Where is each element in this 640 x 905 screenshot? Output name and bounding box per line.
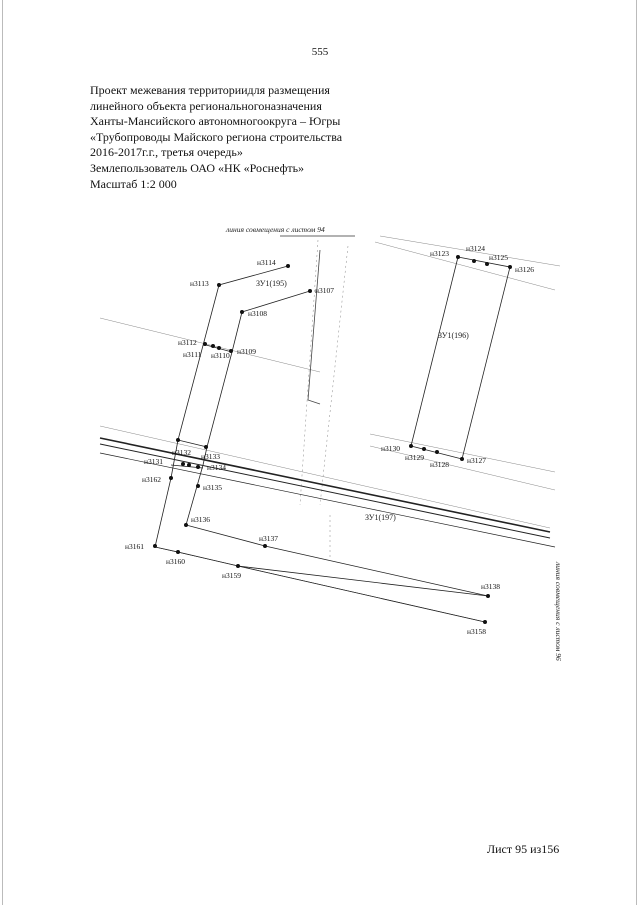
point-label: н3126 (515, 265, 534, 274)
background-lines (99, 235, 561, 560)
point-label: н3136 (191, 515, 210, 524)
scale-line: Масштаб 1:2 000 (90, 176, 177, 191)
title-line: Проект межевания территориидля размещени… (90, 83, 330, 97)
point-label: н3161 (125, 542, 144, 551)
page-edge-left (2, 0, 3, 905)
point-label: н3162 (142, 475, 161, 484)
point-label: н3131 (144, 457, 163, 466)
point-label: н3111 (183, 350, 202, 359)
zone-label: ЗУ1(196) (438, 331, 469, 340)
point-label: н3124 (466, 244, 485, 253)
point-label: н3128 (430, 460, 449, 469)
point-label: н3114 (257, 258, 276, 267)
point-label: н3113 (190, 279, 209, 288)
title-line: линейного объекта региональногоназначени… (90, 98, 322, 113)
point-label: н3160 (166, 557, 185, 566)
sheet-number-label: Лист 95 из156 (487, 842, 560, 856)
point-label: н3137 (259, 534, 278, 543)
zone-label: ЗУ1(197) (365, 513, 396, 522)
title-block: Проект межевания территориидля размещени… (90, 83, 390, 192)
point-label: н3132 (172, 448, 191, 457)
point-label: н3158 (467, 627, 486, 636)
page-edge-right (636, 0, 637, 905)
point-label: н3125 (489, 253, 508, 262)
title-line: «Трубопроводы Майского региона строитель… (90, 129, 343, 144)
road-line (307, 249, 321, 405)
point-label: н3133 (201, 452, 220, 461)
point-label: н3107 (315, 286, 334, 295)
point-label: н3110 (211, 351, 230, 360)
point-label: н3127 (467, 456, 486, 465)
zone-label: ЗУ1(195) (256, 279, 287, 288)
point-label: н3108 (248, 309, 267, 318)
point-label: н3135 (203, 483, 222, 492)
title-line: Ханты-Мансийского автономногоокруга – Юг… (90, 114, 341, 129)
point-label: н3138 (481, 582, 500, 591)
point-label: н3109 (237, 347, 256, 356)
point-label: н3129 (405, 453, 424, 462)
match-line-right-label: линия совмещения с листом 96 (554, 561, 563, 661)
match-line-top-label: линия совмещения с листом 94 (225, 225, 325, 234)
title-line: 2016-2017г.г., третья очередь» (90, 145, 243, 160)
land-user-line: Землепользователь ОАО «НК «Роснефть» (90, 160, 305, 175)
page-number: 555 (311, 46, 329, 58)
boundary-points (153, 255, 512, 624)
point-label: н3134 (207, 463, 226, 472)
pipeline-corridor (99, 437, 556, 548)
point-label: н3159 (222, 571, 241, 580)
plot-zu196-boundary (410, 256, 511, 460)
plot-zu195-boundary (154, 265, 489, 623)
point-label: н3130 (381, 444, 400, 453)
point-label: н3112 (178, 338, 197, 347)
point-label: н3123 (430, 249, 449, 258)
